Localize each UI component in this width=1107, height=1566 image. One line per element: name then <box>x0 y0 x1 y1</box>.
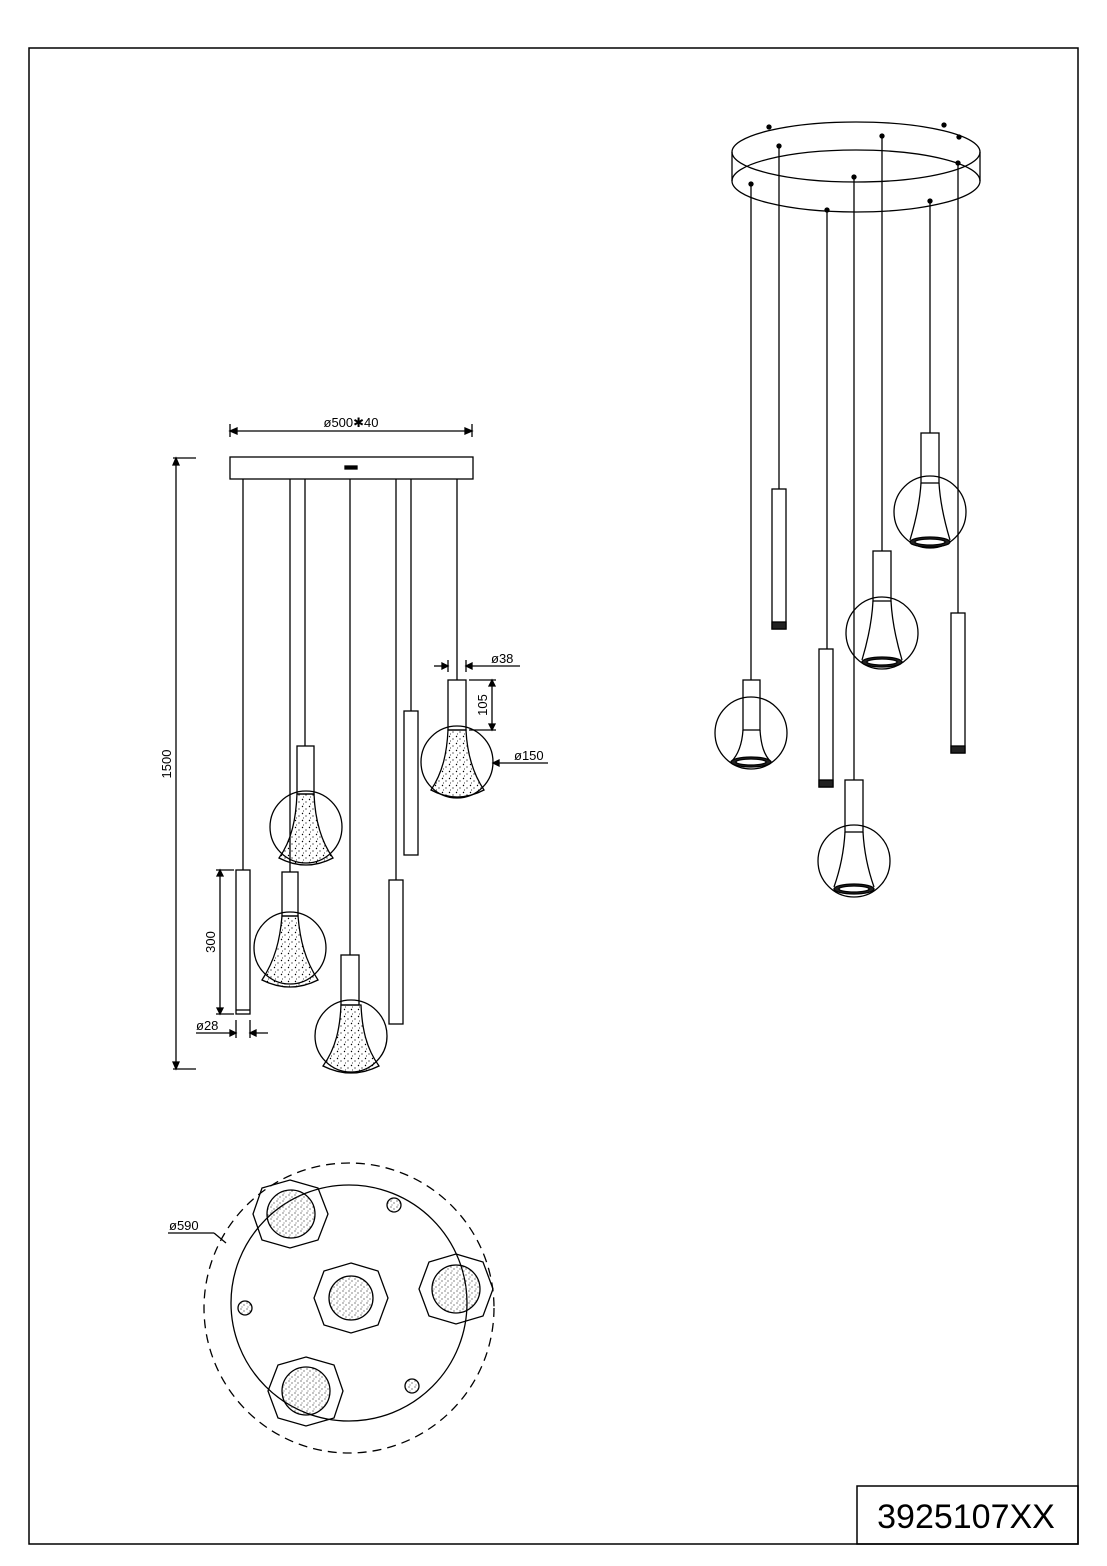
persp-globe-4 <box>893 475 967 549</box>
globe-pendant-4 <box>420 725 494 799</box>
front-view <box>172 424 548 1074</box>
part-number: 3925107XX <box>877 1498 1055 1536</box>
cylinder-length-label: 300 <box>203 931 218 953</box>
persp-globe-3 <box>845 596 919 670</box>
shade-bottom-2 <box>313 1262 389 1334</box>
total-height-label: 1500 <box>159 750 174 779</box>
drawing-frame <box>28 47 1079 1545</box>
persp-cylinder-3 <box>950 612 966 754</box>
shade-bottom-3 <box>418 1253 494 1325</box>
canopy-dimension-label: ø500✱40 <box>324 415 379 430</box>
persp-globe-2 <box>817 824 891 898</box>
bottom-view <box>168 1162 495 1454</box>
canopy-front <box>229 456 474 480</box>
part-number-box: 3925107XX <box>856 1485 1079 1545</box>
perspective-view <box>714 121 981 898</box>
cylinder-pendant-1 <box>235 869 251 1015</box>
cylinder-diameter-label: ø28 <box>196 1018 218 1033</box>
shade-bottom-1 <box>252 1179 329 1249</box>
cylinder-pendant-2 <box>388 879 404 1025</box>
tube-height-label: 105 <box>475 694 490 716</box>
shade-diameter-label: ø150 <box>514 748 544 763</box>
bottom-view-diameter-label: ø590 <box>169 1218 199 1233</box>
shade-bottom-4 <box>267 1356 344 1427</box>
persp-cylinder-2 <box>818 648 834 788</box>
tube-diameter-label: ø38 <box>491 651 513 666</box>
persp-globe-1 <box>714 696 788 770</box>
persp-cylinder-1 <box>771 488 787 630</box>
cylinder-pendant-3 <box>403 710 419 856</box>
